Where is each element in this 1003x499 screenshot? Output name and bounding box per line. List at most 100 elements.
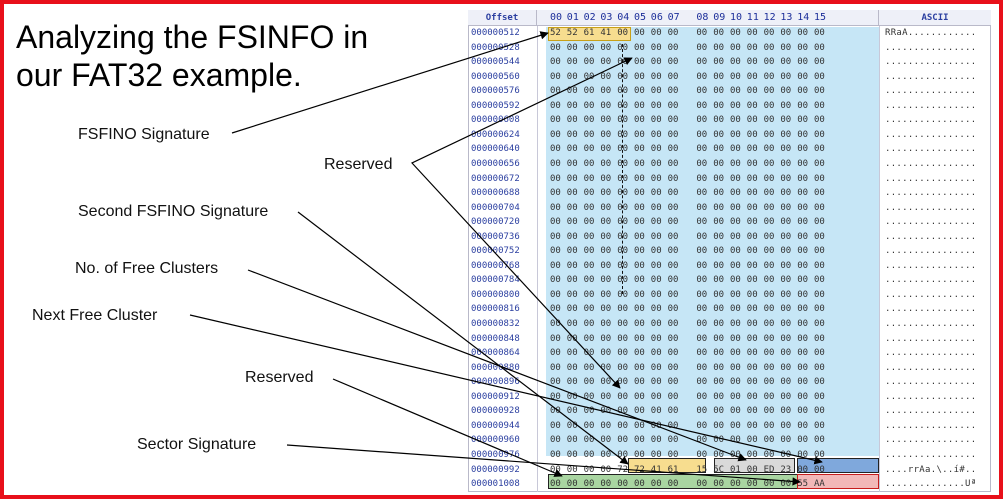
byte-cell: 00	[667, 391, 679, 402]
byte-cell: 00	[566, 289, 578, 300]
byte-cell: 00	[566, 304, 578, 315]
byte-cell: 00	[713, 391, 725, 402]
byte-cell: 00	[797, 377, 809, 388]
byte-cell: 00	[650, 435, 662, 446]
byte-cell: 00	[667, 362, 679, 373]
byte-cell: 00	[600, 42, 612, 53]
byte-cell: 00	[650, 304, 662, 315]
byte-cell: 00	[566, 464, 578, 475]
byte-cell: 00	[814, 28, 825, 38]
byte-cell: 00	[634, 377, 645, 388]
ascii-cell: ................	[885, 406, 977, 417]
byte-cell: 00	[667, 420, 679, 431]
byte-cell: 00	[600, 202, 612, 213]
offset-cell: 000000768	[471, 260, 520, 271]
byte-cell: 00	[583, 188, 595, 199]
ascii-divider	[879, 26, 880, 492]
byte-cell: 00	[780, 173, 792, 184]
byte-cell: 00	[667, 217, 679, 228]
byte-cell: 00	[650, 333, 662, 344]
label-fsinfo-signature: FSFINO Signature	[78, 126, 210, 143]
byte-cell: 00	[713, 479, 725, 490]
ascii-cell: ................	[885, 319, 977, 329]
byte-cell: 00	[763, 115, 775, 126]
offset-cell: 000000912	[471, 391, 520, 402]
byte-cell: 00	[550, 449, 561, 460]
byte-cell: 00	[797, 217, 809, 228]
byte-cell: 00	[667, 231, 679, 242]
byte-cell: 61	[583, 28, 595, 38]
byte-cell: 00	[550, 333, 561, 344]
byte-cell: 00	[696, 246, 708, 257]
byte-cell: 00	[814, 115, 825, 126]
byte-cell: 00	[550, 479, 561, 490]
byte-cell: 00	[617, 449, 629, 460]
offset-cell: 000000896	[471, 377, 520, 388]
offset-cell: 000000512	[471, 28, 520, 38]
byte-cell: 01	[730, 464, 741, 475]
byte-cell: 00	[730, 71, 741, 82]
byte-cell: 00	[746, 319, 758, 329]
byte-cell: 00	[550, 348, 561, 359]
byte-cell: 00	[713, 362, 725, 373]
arrow-sector-signature	[286, 444, 801, 486]
offset-cell: 000000960	[471, 435, 520, 446]
offset-cell: 000000592	[471, 100, 520, 111]
byte-cell: 00	[814, 449, 825, 460]
byte-cell: 00	[814, 333, 825, 344]
byte-cell: 00	[600, 144, 612, 155]
offset-cell: 000000928	[471, 406, 520, 417]
byte-cell: 00	[600, 115, 612, 126]
offset-cell: 000000624	[471, 129, 520, 140]
byte-cell: 00	[600, 246, 612, 257]
byte-cell: 00	[667, 333, 679, 344]
label-next-free-cluster: Next Free Cluster	[32, 307, 158, 324]
byte-cell: 00	[696, 202, 708, 213]
column-header: 06	[650, 12, 663, 23]
byte-cell: 00	[566, 319, 578, 329]
byte-cell: 00	[600, 464, 612, 475]
byte-cell: 00	[746, 304, 758, 315]
byte-cell: 00	[763, 217, 775, 228]
byte-cell: 00	[780, 333, 792, 344]
offset-cell: 000000800	[471, 289, 520, 300]
byte-cell: 00	[634, 42, 645, 53]
byte-cell: 00	[797, 202, 809, 213]
byte-cell: 41	[650, 464, 662, 475]
byte-cell: 00	[730, 217, 741, 228]
byte-cell: 00	[713, 319, 725, 329]
byte-cell: 00	[566, 246, 578, 257]
byte-cell: 00	[566, 333, 578, 344]
offset-cell: 000000976	[471, 449, 520, 460]
byte-cell: 00	[797, 435, 809, 446]
byte-cell: 00	[550, 71, 561, 82]
byte-cell: 00	[730, 42, 741, 53]
byte-cell: 00	[696, 406, 708, 417]
byte-cell: 00	[566, 449, 578, 460]
byte-cell: 00	[696, 319, 708, 329]
byte-cell: 00	[696, 304, 708, 315]
byte-cell: 00	[566, 435, 578, 446]
byte-cell: 00	[634, 246, 645, 257]
byte-cell: 00	[814, 129, 825, 140]
byte-cell: 00	[730, 28, 741, 38]
byte-cell: 00	[814, 377, 825, 388]
byte-cell: 00	[730, 391, 741, 402]
offset-cell: 000001008	[471, 479, 520, 490]
offset-cell: 000000640	[471, 144, 520, 155]
byte-cell: 00	[650, 260, 662, 271]
byte-cell: 00	[550, 144, 561, 155]
byte-cell: 00	[713, 246, 725, 257]
byte-cell: 52	[550, 28, 561, 38]
column-header: 04	[617, 12, 630, 23]
byte-cell: 00	[583, 304, 595, 315]
byte-cell: 00	[713, 275, 725, 286]
byte-cell: 00	[797, 304, 809, 315]
byte-cell: 00	[634, 479, 645, 490]
byte-cell: 00	[650, 71, 662, 82]
byte-cell: 00	[696, 420, 708, 431]
byte-cell: 00	[797, 348, 809, 359]
byte-cell: 00	[566, 42, 578, 53]
offset-cell: 000000528	[471, 42, 520, 53]
byte-cell: 00	[617, 406, 629, 417]
